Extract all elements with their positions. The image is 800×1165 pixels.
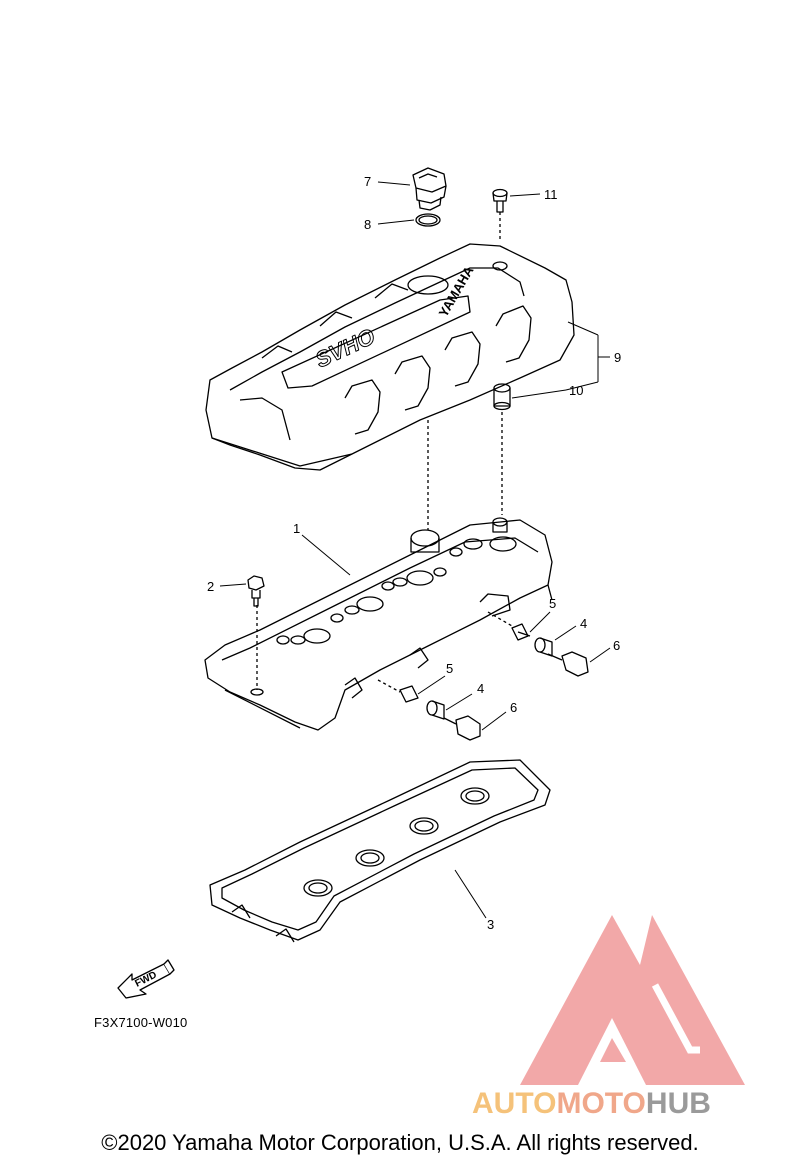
cover-model-text: SVHO (312, 324, 379, 373)
callout-8: 8 (364, 217, 371, 232)
o-ring (415, 213, 441, 227)
callout-3: 3 (487, 917, 494, 932)
callout-4b: 4 (477, 681, 484, 696)
flange-bolt (247, 575, 265, 607)
watermark-text: AUTOMOTOHUB (472, 1087, 711, 1120)
callout-1: 1 (293, 521, 300, 536)
copyright-text: ©2020 Yamaha Motor Corporation, U.S.A. A… (101, 1130, 699, 1155)
collar (493, 383, 511, 411)
diagram-code: F3X7100-W010 (94, 1015, 188, 1030)
watermark-logo (520, 915, 745, 1085)
head-cover (205, 243, 575, 471)
watermark-hub: HUB (646, 1087, 711, 1120)
fwd-arrow-icon (117, 959, 175, 999)
cover-bolt (492, 188, 508, 240)
callout-10: 10 (569, 383, 583, 398)
oil-filler-cap (412, 167, 447, 211)
callout-4a: 4 (580, 616, 587, 631)
callout-6b: 6 (510, 700, 517, 715)
callout-11: 11 (544, 187, 558, 202)
gasket (209, 759, 551, 943)
callout-7: 7 (364, 174, 371, 189)
leader-lines (219, 181, 611, 919)
callout-5a: 5 (549, 596, 556, 611)
watermark-moto: MOTO (556, 1087, 645, 1120)
bolt-set-a (511, 623, 589, 677)
cylinder-head-cover (204, 517, 553, 731)
callout-5b: 5 (446, 661, 453, 676)
watermark-auto: AUTO (472, 1087, 556, 1120)
callout-9: 9 (614, 350, 621, 365)
callout-2: 2 (207, 579, 214, 594)
callout-6a: 6 (613, 638, 620, 653)
bolt-set-b (399, 685, 481, 741)
